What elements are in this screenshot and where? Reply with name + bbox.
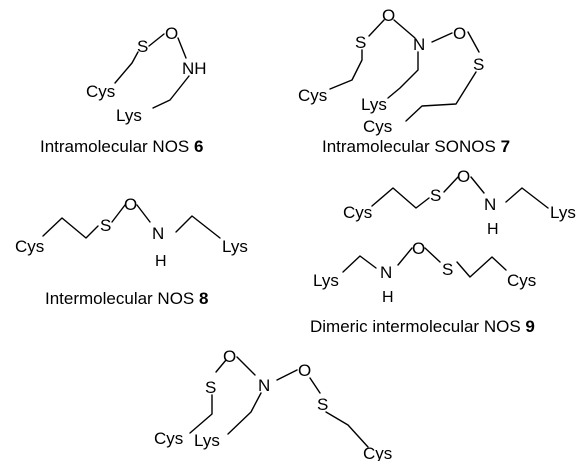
atom-o: O [453, 24, 466, 43]
atom-lys: Lys [313, 271, 339, 290]
structure-6: Cys S O NH Lys Intramolecular NOS 6 [40, 24, 207, 156]
atom-s: S [100, 216, 111, 235]
atom-cys: Cys [363, 117, 392, 136]
atom-n: N [484, 195, 496, 214]
atom-o: O [165, 24, 178, 43]
atom-lys: Lys [550, 203, 576, 222]
atom-lys: Lys [116, 106, 142, 125]
caption-8: Intermolecular NOS 8 [45, 289, 208, 308]
atom-cys: Cys [343, 203, 372, 222]
atom-h: H [382, 289, 394, 306]
atom-s: S [442, 260, 453, 279]
atom-s: S [473, 55, 484, 74]
atom-s: S [317, 395, 328, 414]
atom-o: O [382, 6, 395, 25]
atom-cys: Cys [86, 82, 115, 101]
atom-cys: Cys [15, 237, 44, 256]
atom-h: H [487, 221, 499, 238]
atom-n: N [152, 224, 164, 243]
atom-n: N [380, 263, 392, 282]
atom-s: S [205, 378, 216, 397]
structure-8: Cys S O N H Lys Intermolecular NOS 8 [15, 195, 248, 308]
atom-lys: Lys [361, 95, 387, 114]
structure-bottom: S O N O S Cys Lys Cys [154, 347, 392, 461]
atom-cys: Cys [507, 271, 536, 290]
atom-s: S [137, 37, 148, 56]
atom-cys: Cys [154, 429, 183, 448]
atom-o: O [298, 361, 311, 380]
atom-lys: Lys [194, 431, 220, 450]
atom-h: H [155, 253, 167, 270]
atom-s: S [355, 33, 366, 52]
atom-o: O [457, 167, 470, 186]
atom-o: O [124, 195, 137, 214]
atom-n: N [413, 35, 425, 54]
atom-n: N [258, 376, 270, 395]
structure-9-top: Cys S O N H Lys [343, 167, 576, 238]
atom-o: O [223, 347, 236, 366]
atom-lys: Lys [222, 237, 248, 256]
atom-cys: Cys [298, 86, 327, 105]
atom-o: O [412, 239, 425, 258]
structure-7: Cys S O N O S Lys Cys Intramolecular SON… [298, 6, 510, 156]
atom-s: S [430, 186, 441, 205]
caption-6: Intramolecular NOS 6 [40, 137, 203, 156]
caption-9: Dimeric intermolecular NOS 9 [310, 317, 535, 336]
atom-nh: NH [182, 59, 207, 78]
atom-cys: Cys [363, 444, 392, 461]
caption-7: Intramolecular SONOS 7 [322, 137, 510, 156]
structure-9-bottom: Lys N H O S Cys Dimeric intermolecular N… [310, 239, 536, 336]
